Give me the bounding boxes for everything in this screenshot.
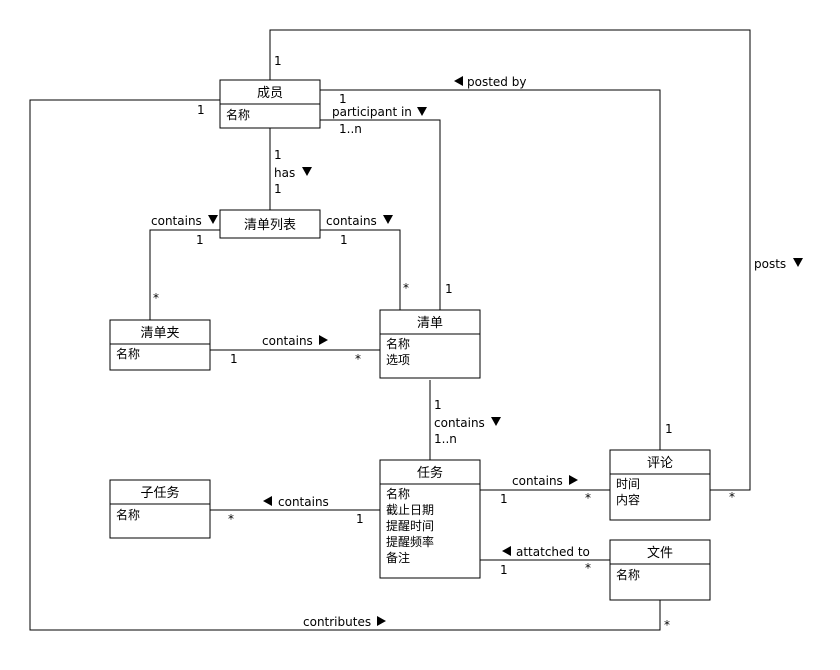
arrow-down-icon bbox=[417, 107, 427, 116]
class-comment-attr: 时间 bbox=[616, 477, 640, 491]
class-task[interactable]: 任务 名称 截止日期 提醒时间 提醒频率 备注 bbox=[379, 459, 481, 579]
class-subtask-attr: 名称 bbox=[116, 507, 140, 522]
class-task-attr: 截止日期 bbox=[386, 503, 434, 517]
arrow-right-icon bbox=[377, 616, 386, 626]
mult-task-comment-one: 1 bbox=[500, 492, 508, 506]
class-member-name: 成员 bbox=[257, 86, 283, 101]
class-task-name: 任务 bbox=[417, 465, 443, 481]
arrow-right-icon bbox=[319, 335, 328, 345]
arrow-down-icon bbox=[302, 167, 312, 176]
mult-list-task-one: 1 bbox=[434, 398, 442, 412]
class-task-attr: 提醒频率 bbox=[386, 534, 434, 549]
mult-folder-list-many: * bbox=[355, 352, 361, 366]
class-member-attr: 名称 bbox=[226, 107, 250, 122]
label-has: has bbox=[274, 166, 295, 180]
label-contains-comment: contains bbox=[512, 474, 563, 488]
listlist-folder-line bbox=[149, 229, 220, 320]
mult-contributes-file: * bbox=[664, 618, 670, 632]
contributes-association-line bbox=[29, 99, 661, 631]
class-task-attr: 提醒时间 bbox=[386, 518, 434, 533]
class-folder[interactable]: 清单夹 名称 bbox=[109, 319, 211, 371]
mult-posts-member: 1 bbox=[274, 54, 282, 68]
class-subtask-name: 子任务 bbox=[140, 485, 179, 501]
arrow-down-icon bbox=[383, 215, 393, 224]
class-list-attr: 选项 bbox=[386, 353, 410, 367]
class-file[interactable]: 文件 名称 bbox=[609, 539, 711, 601]
mult-listlist-folder-one: 1 bbox=[196, 233, 204, 247]
mult-participant-list: 1..n bbox=[339, 122, 362, 136]
class-list[interactable]: 清单 名称 选项 bbox=[379, 309, 481, 379]
class-file-attr: 名称 bbox=[616, 567, 640, 582]
arrow-left-icon bbox=[454, 76, 463, 86]
posts-association-line bbox=[269, 29, 751, 491]
mult-task-file-many: * bbox=[585, 561, 591, 575]
label-contains-folder: contains bbox=[151, 214, 202, 228]
class-comment-name: 评论 bbox=[647, 456, 673, 471]
class-list-name: 清单 bbox=[417, 316, 443, 331]
participant-in-association-line bbox=[320, 119, 441, 310]
label-contains-list: contains bbox=[326, 214, 377, 228]
arrow-down-icon bbox=[793, 258, 803, 267]
posted-by-association-line bbox=[320, 89, 661, 450]
mult-subtask-task-one: 1 bbox=[356, 512, 364, 526]
mult-posted-by-member: 1 bbox=[339, 92, 347, 106]
mult-folder-many: * bbox=[153, 291, 159, 305]
class-file-name: 文件 bbox=[647, 546, 673, 561]
class-list-collection[interactable]: 清单列表 bbox=[219, 209, 321, 239]
label-posted-by: posted by bbox=[467, 75, 526, 89]
class-list-attr: 名称 bbox=[386, 336, 410, 351]
mult-task-comment-many: * bbox=[585, 491, 591, 505]
label-contains-folder-list: contains bbox=[262, 334, 313, 348]
mult-contributes-member: 1 bbox=[197, 103, 205, 117]
class-task-attr: 名称 bbox=[386, 486, 410, 501]
mult-folder-list-one: 1 bbox=[230, 352, 238, 366]
class-member[interactable]: 成员 名称 bbox=[219, 79, 321, 129]
arrow-down-icon bbox=[208, 215, 218, 224]
class-task-attr: 备注 bbox=[386, 550, 410, 565]
label-contributes: contributes bbox=[303, 615, 371, 629]
label-posts: posts bbox=[754, 257, 786, 271]
arrow-left-icon bbox=[502, 546, 511, 556]
class-listlist-name: 清单列表 bbox=[244, 218, 296, 233]
mult-posts-comment: * bbox=[729, 490, 735, 504]
arrow-left-icon bbox=[263, 496, 272, 506]
mult-listlist-list-one: 1 bbox=[340, 233, 348, 247]
listlist-list-line bbox=[320, 229, 401, 310]
mult-list-task-many: 1..n bbox=[434, 432, 457, 446]
mult-subtask-many: * bbox=[228, 512, 234, 526]
class-comment-attr: 内容 bbox=[616, 492, 640, 507]
mult-task-file-one: 1 bbox=[500, 563, 508, 577]
mult-participant-one: 1 bbox=[445, 282, 453, 296]
mult-list-many: * bbox=[403, 281, 409, 295]
class-comment[interactable]: 评论 时间 内容 bbox=[609, 449, 711, 521]
label-participant-in: participant in bbox=[332, 105, 412, 119]
mult-has-listlist: 1 bbox=[274, 182, 282, 196]
arrow-right-icon bbox=[569, 475, 578, 485]
label-attached-to: attatched to bbox=[516, 545, 590, 559]
class-folder-attr: 名称 bbox=[116, 346, 140, 361]
arrow-down-icon bbox=[491, 417, 501, 426]
mult-has-member: 1 bbox=[274, 148, 282, 162]
class-folder-name: 清单夹 bbox=[140, 326, 179, 341]
label-contains-subtask: contains bbox=[278, 495, 329, 509]
class-subtask[interactable]: 子任务 名称 bbox=[109, 479, 211, 539]
mult-posted-by-comment: 1 bbox=[665, 422, 673, 436]
label-contains-task: contains bbox=[434, 416, 485, 430]
